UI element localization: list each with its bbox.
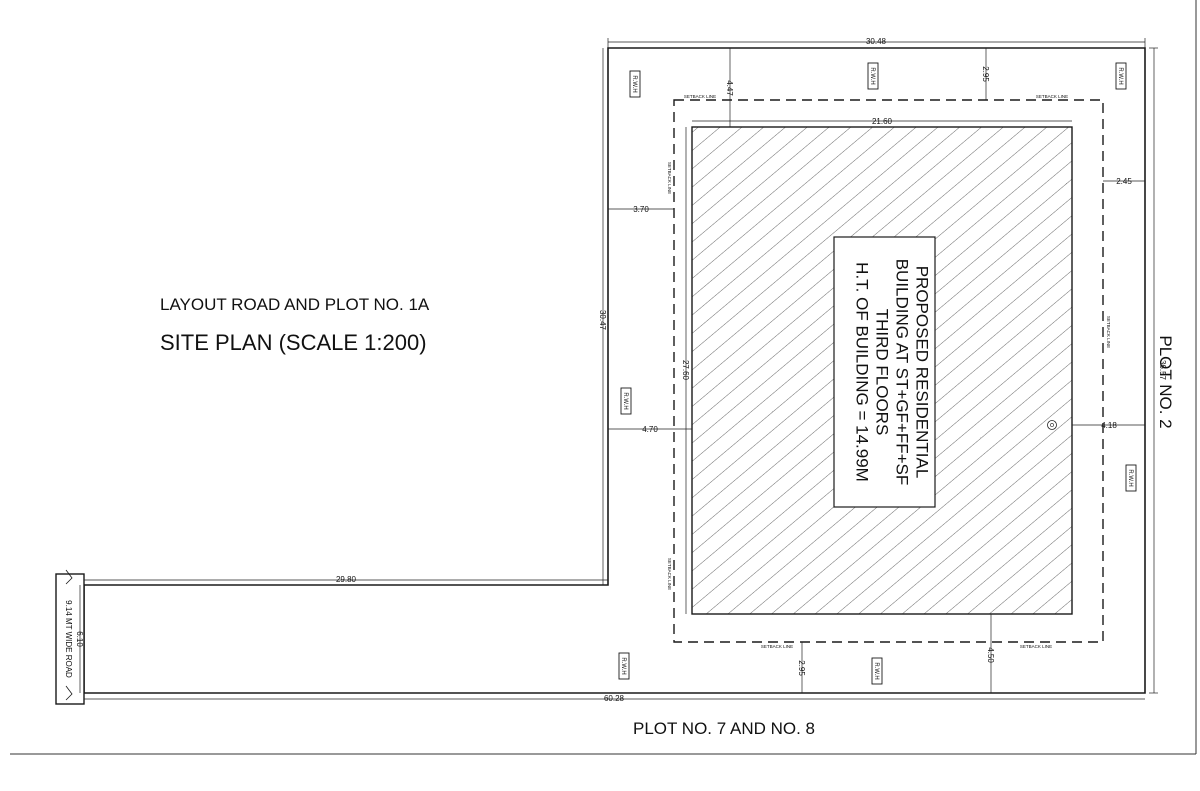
building-line-3: THIRD FLOORS: [873, 309, 892, 436]
road-label: 9.14 MT WIDE ROAD: [64, 600, 73, 678]
svg-text:R.W.H: R.W.H: [631, 75, 637, 92]
svg-text:R.W.H: R.W.H: [1117, 67, 1123, 84]
building-line-1: PROPOSED RESIDENTIAL: [913, 266, 932, 479]
dim-road-width: 6.10: [75, 631, 84, 647]
building-label-group: PROPOSED RESIDENTIAL BUILDING AT ST+GF+F…: [853, 259, 932, 486]
dim-bottom-setback-left: 2.95: [797, 660, 806, 676]
dim-plot-left: 30.47: [598, 310, 607, 331]
setback-label-right: SETBACK LINE: [1106, 316, 1111, 348]
building-line-4: H.T. OF BUILDING = 14.99M: [853, 262, 872, 482]
road-box: [55, 569, 85, 705]
dim-right-inner: 4.18: [1101, 421, 1117, 430]
rwh-marker-2: R.W.H: [867, 62, 879, 90]
svg-text:R.W.H: R.W.H: [869, 67, 875, 84]
setback-label-bottom-left: SETBACK LINE: [761, 644, 793, 649]
dim-plot-right: 36.57: [1158, 360, 1167, 381]
setback-label-bottom-right: SETBACK LINE: [1020, 644, 1052, 649]
rwh-marker-4: R.W.H: [620, 387, 632, 415]
setback-label-top-right: SETBACK LINE: [1036, 94, 1068, 99]
rwh-marker-5: R.W.H: [1125, 464, 1137, 492]
svg-text:R.W.H: R.W.H: [620, 657, 626, 674]
dim-bottom-setback-right: 4.50: [986, 647, 995, 663]
dim-plot-top: 30.48: [866, 37, 887, 46]
building-line-2: BUILDING AT ST+GF+FF+SF: [893, 259, 912, 486]
layout-label: LAYOUT ROAD AND PLOT NO. 1A: [160, 295, 430, 314]
setback-label-left-bottom: SETBACK LINE: [667, 558, 672, 590]
building-label-box: [833, 236, 936, 508]
neighbor-bottom-label: PLOT NO. 7 AND NO. 8: [633, 719, 815, 738]
svg-text:R.W.H: R.W.H: [1127, 469, 1133, 486]
dim-top-setback-left: 4.47: [725, 80, 734, 96]
rwh-markers: R.W.H R.W.H R.W.H R.W.H R.W.H R.W.H R.W.…: [618, 62, 1137, 685]
dim-building-width: 21.60: [872, 117, 893, 126]
dim-road-frontage: 29.80: [336, 575, 357, 584]
dim-left-inner: 4.70: [642, 425, 658, 434]
dim-building-depth: 27.60: [681, 360, 690, 381]
setback-boundary: [673, 99, 1104, 643]
neighbor-right-label: PLOT NO. 2: [1156, 335, 1175, 428]
rwh-marker-7: R.W.H: [871, 657, 883, 685]
svg-text:R.W.H: R.W.H: [622, 392, 628, 409]
rwh-marker-6: R.W.H: [618, 652, 630, 680]
setback-label-top-left: SETBACK LINE: [684, 94, 716, 99]
dim-top-setback-right: 2.95: [981, 66, 990, 82]
dim-right-setback: 2.45: [1116, 177, 1132, 186]
rwh-marker-3: R.W.H: [1115, 62, 1127, 90]
survey-point-inner-icon: [1050, 423, 1054, 427]
dim-plot-bottom: 60.28: [604, 694, 625, 703]
dimension-lines: [79, 38, 1158, 700]
rwh-marker-1: R.W.H: [629, 70, 641, 98]
survey-point-icon: [1047, 420, 1057, 430]
svg-text:R.W.H: R.W.H: [873, 662, 879, 679]
site-plan-title: SITE PLAN (SCALE 1:200): [160, 330, 427, 355]
setback-label-left-top: SETBACK LINE: [667, 162, 672, 194]
dim-left-setback: 3.70: [633, 205, 649, 214]
